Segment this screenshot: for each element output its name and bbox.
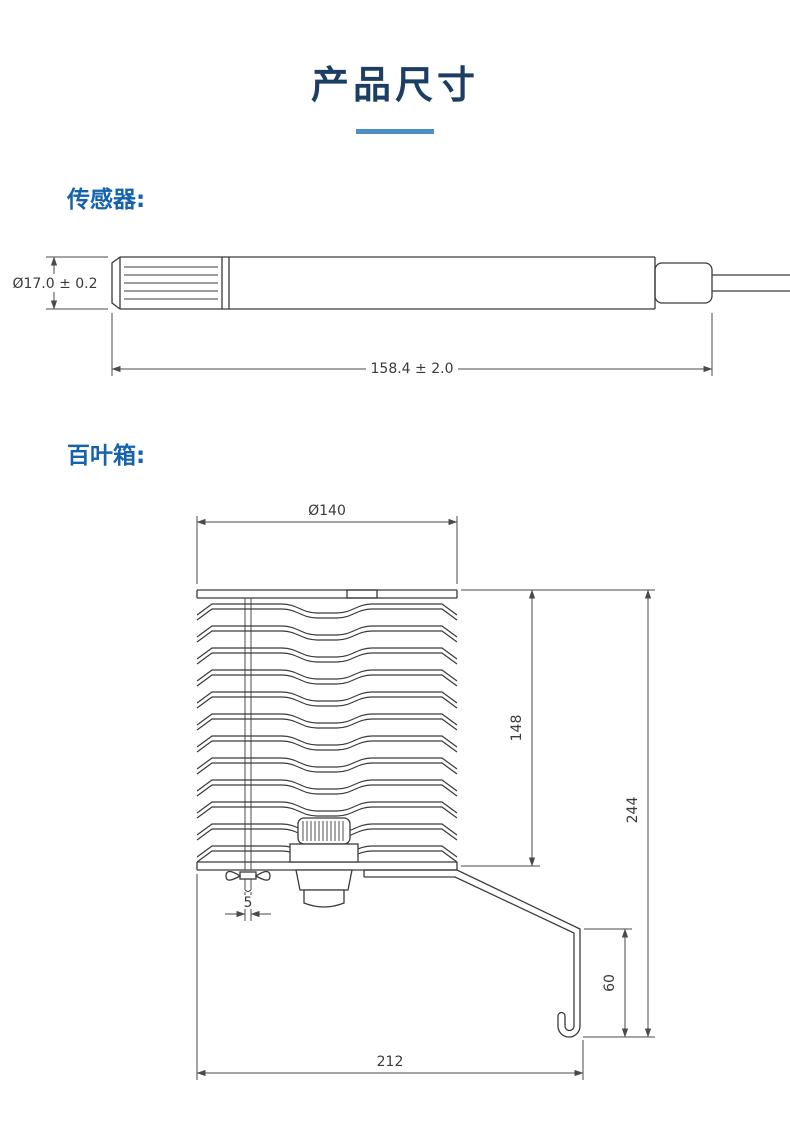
dim-bracket-height-value: 60 [602,974,618,992]
sensor-diagram: Ø17.0 ± 0.2 158.4 ± 2.0 [10,256,790,377]
dim-rod-diameter: 5 [225,892,271,921]
louver-fin-row [196,647,458,665]
gland-knurled-cap [297,817,351,845]
dim-louver-top-diameter-value: Ø140 [308,503,346,519]
louver-fin-row [196,735,458,753]
sensor-cable [712,274,790,292]
mounting-bracket [363,869,581,1038]
gland-nut [295,869,353,891]
louver-body [196,589,581,1038]
title-underline-bar [356,129,434,134]
louver-diagram: Ø140 148 244 60 5 212 [196,503,655,1080]
dim-louver-total-height: 244 [461,589,655,1038]
louver-fin-row [196,669,458,687]
gland-flange [289,843,359,863]
sensor-outline [111,256,790,310]
dim-sensor-length-value: 158.4 ± 2.0 [371,361,454,377]
wing-nut [225,870,271,892]
dim-louver-stack-height: 148 [461,589,540,867]
dim-bracket-height: 60 [584,928,632,1038]
louver-fin-row [196,779,458,797]
dim-rod-diameter-value: 5 [244,895,253,911]
dim-louver-total-height-value: 244 [625,797,641,824]
louver-bottom-plate [196,861,458,871]
top-cap-tab [346,589,378,599]
dim-sensor-length: 158.4 ± 2.0 [111,313,713,377]
page-title: 产品尺寸 [310,63,479,107]
dim-sensor-diameter: Ø17.0 ± 0.2 [10,256,108,310]
louver-fin-row [196,713,458,731]
louver-fin-row [196,625,458,643]
louver-fin-row [196,801,458,819]
gland-tip [303,889,345,908]
louver-fin-row [196,603,458,621]
sensor-strain-relief [654,262,713,304]
louver-fin-row [196,691,458,709]
louver-fin-row [196,757,458,775]
dim-sensor-diameter-value: Ø17.0 ± 0.2 [12,276,97,292]
dim-base-width: 212 [196,874,584,1080]
sensor-filter-slots [124,266,218,300]
sensor-section-label: 传感器: [67,187,146,213]
center-rod [244,598,252,870]
dim-louver-stack-height-value: 148 [509,715,525,742]
louver-section-label: 百叶箱: [67,443,146,469]
cable-gland [289,817,359,908]
louver-top-cap [196,589,458,599]
dim-louver-top-diameter: Ø140 [196,503,458,584]
dim-base-width-value: 212 [377,1054,404,1070]
